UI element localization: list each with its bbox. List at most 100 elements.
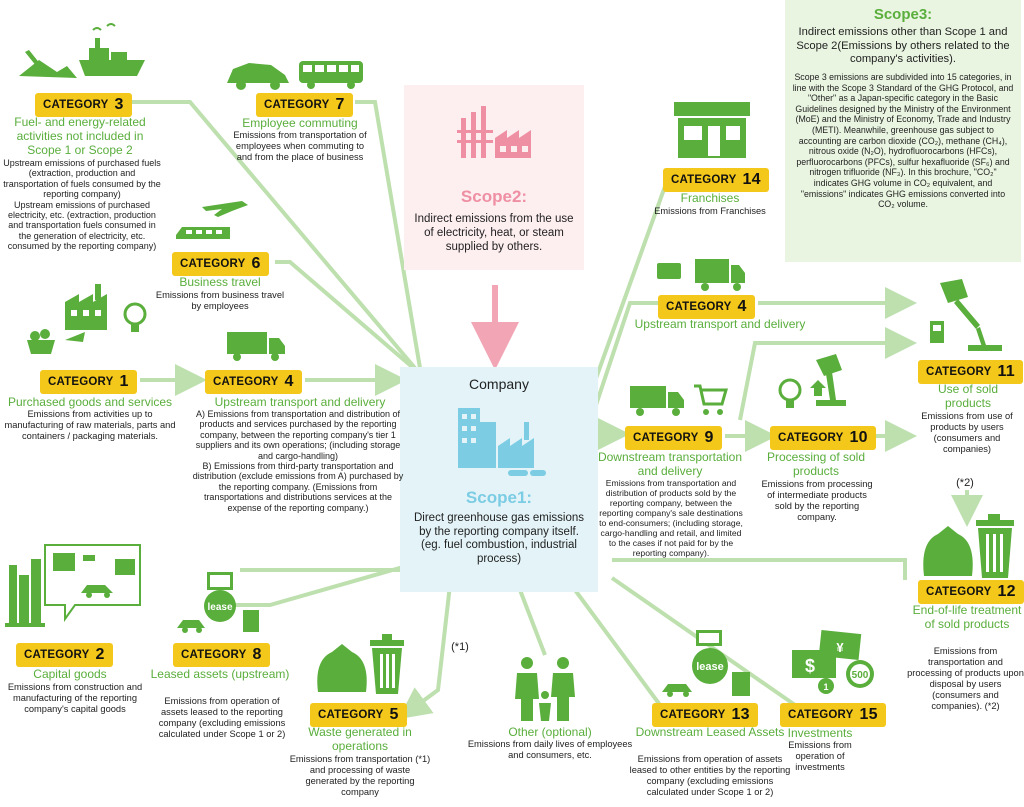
line-c7: [355, 100, 422, 369]
badge-number: 14: [742, 171, 761, 188]
badge-number: 6: [251, 255, 261, 272]
category-4-right-title: Upstream transport and delivery: [634, 317, 806, 331]
scope2-desc: Indirect emissions from the use of elect…: [414, 213, 574, 253]
truck-icon: [227, 332, 285, 361]
category-2-badge: CATEGORY 2: [16, 643, 113, 667]
category-4-upstream-desc: A) Emissions from transportation and dis…: [192, 409, 404, 513]
line-c4b: [593, 301, 660, 409]
lease-label-left: lease: [207, 602, 232, 613]
factory-power-icon: [457, 106, 531, 158]
badge-number: 3: [114, 96, 124, 113]
category-8-desc: Emissions from operation of assets lease…: [158, 696, 286, 739]
category-7-desc: Emissions from transportation of employe…: [233, 130, 367, 162]
downstream-lease-icon: lease: [662, 630, 750, 697]
category-7-badge: CATEGORY 7: [256, 93, 353, 117]
badge-label: CATEGORY: [788, 709, 854, 721]
note-2: (*2): [956, 477, 974, 489]
badge-number: 10: [849, 429, 868, 446]
capital-goods-icon: [5, 544, 141, 627]
category-15-desc: Emissions from operation of investments: [788, 740, 852, 772]
category-2-desc: Emissions from construction and manufact…: [7, 682, 143, 714]
category-9-badge: CATEGORY 9: [625, 426, 722, 450]
category-11-badge: CATEGORY 11: [918, 360, 1023, 384]
line-c9-c11: [738, 327, 917, 421]
dollar-symbol: $: [805, 656, 815, 676]
category-13-desc: Emissions from operation of assets lease…: [629, 754, 791, 797]
category-3-desc: Upstream emissions of purchased fuels (e…: [3, 158, 161, 252]
category-13-title: Downstream Leased Assets: [635, 725, 785, 739]
other-desc: Emissions from daily lives of employees …: [467, 739, 633, 760]
category-10-badge: CATEGORY 10: [770, 426, 876, 450]
badge-label: CATEGORY: [24, 649, 90, 661]
badge-number: 8: [252, 646, 262, 663]
fuel-ship-icon: [19, 23, 145, 78]
car-bus-icon: [227, 61, 363, 90]
line-c5: [398, 584, 452, 720]
badge-number: 15: [859, 706, 878, 723]
coin-1: 1: [823, 682, 828, 692]
scope1-desc: Direct greenhouse gas emissions by the r…: [413, 512, 585, 565]
investment-icon: ¥ $ 500 1: [792, 630, 874, 694]
category-10-title: Processing of sold products: [766, 450, 866, 478]
scope3-subtitle: Indirect emissions other than Scope 1 an…: [796, 26, 1010, 65]
badge-number: 5: [389, 706, 399, 723]
category-3-title: Fuel- and energy-related activities not …: [14, 115, 146, 157]
badge-label: CATEGORY: [926, 366, 992, 378]
desk-lamp-icon: [930, 279, 1002, 351]
scope2-box: [404, 85, 584, 270]
category-11-desc: Emissions from use of products by users …: [921, 411, 1013, 454]
category-11-title: Use of sold products: [937, 382, 999, 410]
lease-label-right: lease: [696, 661, 724, 673]
badge-number: 13: [731, 706, 750, 723]
badge-label: CATEGORY: [633, 432, 699, 444]
category-5-desc: Emissions from transportation (*1) and p…: [289, 754, 431, 797]
badge-number: 9: [704, 429, 714, 446]
lamp-processing-icon: [778, 354, 846, 408]
category-1-desc: Emissions from activities up to manufact…: [4, 409, 176, 441]
upstream-delivery-icon: [657, 259, 745, 291]
note-1: (*1): [451, 641, 469, 653]
badge-label: CATEGORY: [660, 709, 726, 721]
badge-label: CATEGORY: [264, 99, 330, 111]
line-c3: [130, 100, 417, 370]
category-9-title: Downstream transportation and delivery: [597, 450, 743, 478]
franchise-store-icon: [674, 102, 750, 158]
line-other: [518, 589, 547, 656]
category-10-desc: Emissions from processing of intermediat…: [761, 479, 873, 522]
badge-number: 4: [284, 373, 294, 390]
badge-number: 12: [997, 583, 1016, 600]
family-icon: [515, 657, 575, 721]
category-14-title: Franchises: [680, 191, 740, 205]
category-12-desc: Emissions from transportation and proces…: [907, 646, 1024, 711]
scope2-title: Scope2:: [460, 187, 528, 206]
category-14-badge: CATEGORY 14: [663, 168, 769, 192]
badge-label: CATEGORY: [43, 99, 109, 111]
other-title: Other (optional): [508, 725, 592, 739]
yen-symbol: ¥: [836, 640, 844, 655]
category-12-title: End-of-life treatment of sold products: [912, 603, 1022, 631]
badge-number: 11: [997, 363, 1015, 380]
scope3-title: Scope3:: [873, 6, 933, 23]
disposal-bin-icon: [923, 514, 1014, 578]
waste-bin-icon: [317, 634, 404, 694]
company-label: Company: [469, 376, 529, 392]
category-15-title: Investments: [787, 726, 853, 740]
coin-500: 500: [852, 670, 869, 681]
badge-label: CATEGORY: [671, 174, 737, 186]
badge-label: CATEGORY: [926, 586, 992, 598]
category-5-title: Waste generated in operations: [308, 725, 412, 753]
badge-number: 7: [335, 96, 345, 113]
scope3-box: [785, 0, 1021, 262]
badge-number: 2: [95, 646, 105, 663]
badge-number: 4: [737, 298, 747, 315]
category-1-title: Purchased goods and services: [7, 395, 173, 409]
badge-label: CATEGORY: [778, 432, 844, 444]
category-6-desc: Emissions from business travel by employ…: [155, 290, 285, 311]
category-12-badge: CATEGORY 12: [918, 580, 1024, 604]
